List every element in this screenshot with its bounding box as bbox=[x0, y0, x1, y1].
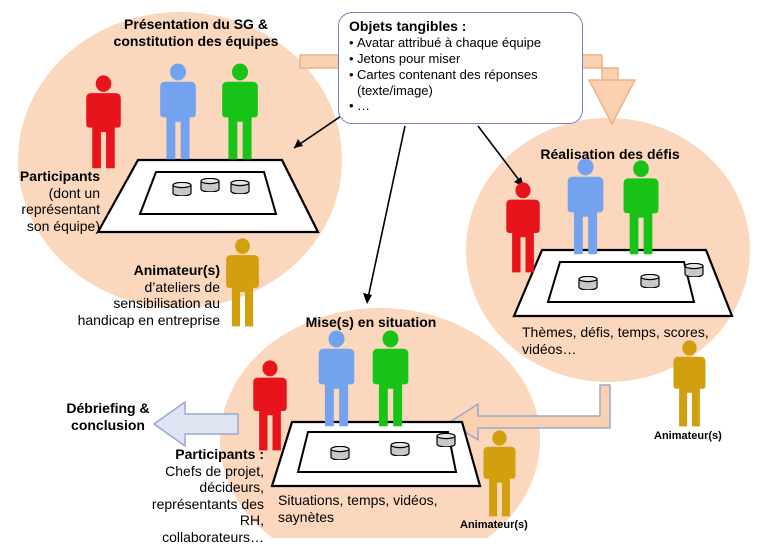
pointer-to-stage2 bbox=[477, 125, 523, 185]
stage1-title: Présentation du SG & constitution des éq… bbox=[113, 16, 279, 49]
callout-title: Objets tangibles : bbox=[349, 18, 467, 34]
game-board-stage1 bbox=[96, 158, 320, 234]
debriefing-label: Débriefing & conclusion bbox=[66, 400, 150, 433]
callout-item: •Jetons pour miser bbox=[349, 50, 461, 66]
stage3-animator-label: Animateur(s) bbox=[460, 519, 528, 531]
flow-arrow-to-debriefing bbox=[153, 401, 239, 447]
token-icon bbox=[172, 182, 192, 196]
token-icon bbox=[684, 263, 704, 277]
tangible-objects-callout: Objets tangibles : •Avatar attribué à ch… bbox=[338, 12, 583, 124]
stage2-animator-label: Animateur(s) bbox=[654, 430, 722, 442]
stage2-caption: Thèmes, défis, temps, scores, vidéos… bbox=[522, 324, 709, 357]
participants-label: Participants : bbox=[175, 446, 264, 462]
token-icon bbox=[640, 274, 660, 288]
callout-item: •… bbox=[349, 98, 370, 114]
token-icon bbox=[578, 276, 598, 290]
stage1-participants: Participants (dont un représentant son é… bbox=[0, 168, 100, 234]
stage3-participants: Participants : Chefs de projet, décideur… bbox=[124, 446, 264, 545]
token-icon bbox=[200, 178, 220, 192]
callout-item: (texte/image) bbox=[357, 82, 433, 98]
stage3-title: Mise(s) en situation bbox=[305, 314, 437, 330]
callout-item: •Cartes contenant des réponses bbox=[349, 66, 538, 82]
token-icon bbox=[390, 442, 410, 456]
stage3-caption: Situations, temps, vidéos, saynètes bbox=[278, 492, 438, 525]
participants-label: Participants bbox=[19, 168, 100, 184]
callout-item: •Avatar attribué à chaque équipe bbox=[349, 35, 542, 50]
token-icon bbox=[436, 433, 456, 447]
stage1-animator: Animateur(s) d’ateliers de sensibilisati… bbox=[60, 262, 220, 328]
token-icon bbox=[230, 180, 250, 194]
game-board-stage3 bbox=[270, 420, 482, 488]
pointer-to-stage3 bbox=[367, 125, 406, 299]
animator-label: Animateur(s) bbox=[133, 262, 220, 278]
game-board-stage2 bbox=[512, 248, 734, 318]
stage2-title: Réalisation des défis bbox=[540, 146, 680, 162]
token-icon bbox=[330, 446, 350, 460]
callout-list: •Avatar attribué à chaque équipe •Jetons… bbox=[349, 35, 572, 114]
